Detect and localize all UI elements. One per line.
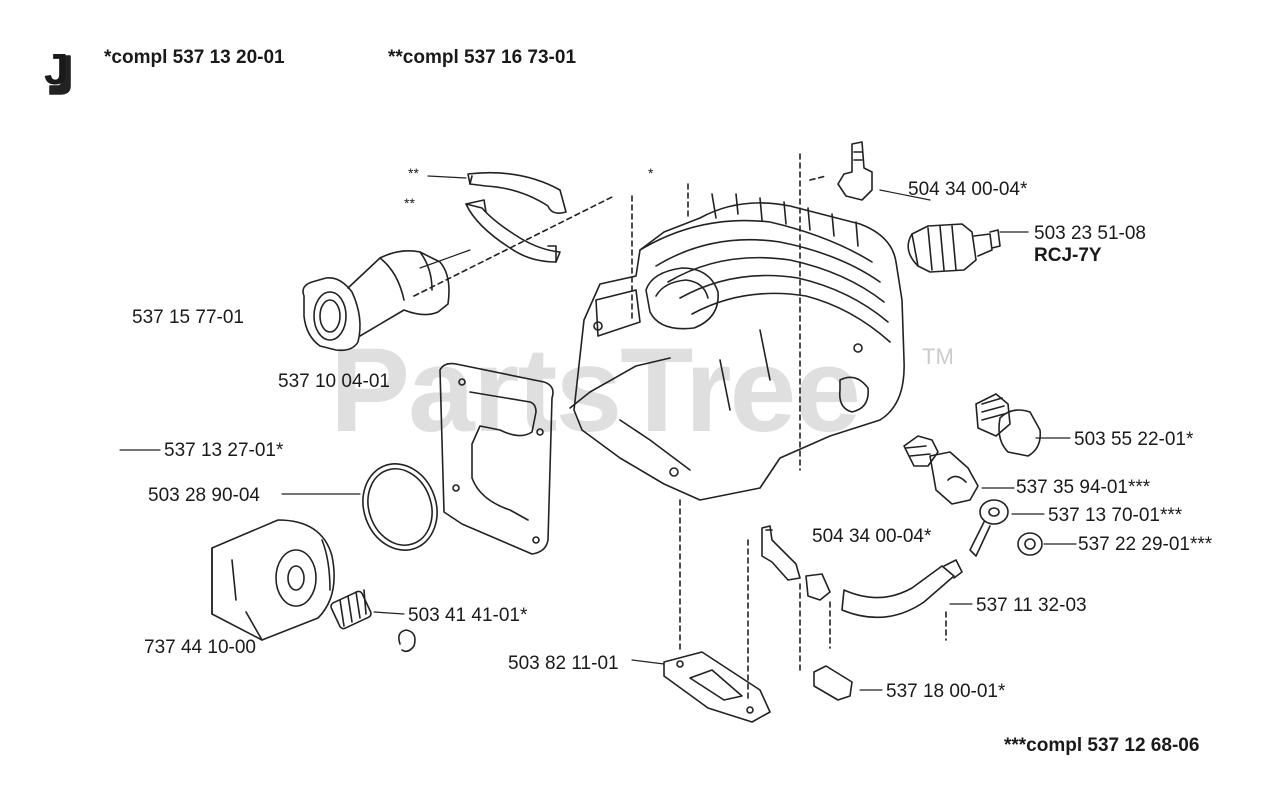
part-label-504-34-00-04-mid: 504 34 00-04* <box>812 526 932 547</box>
section-letter-glyph <box>49 55 71 95</box>
top-elbow-fitting-part <box>837 141 873 201</box>
part-label-504-34-00-04-top: 504 34 00-04* <box>908 179 1028 200</box>
watermark-text: PartsTree <box>330 323 861 457</box>
mid-elbow-fitting-part <box>761 525 801 581</box>
spark-plug-type-label: RCJ-7Y <box>1034 245 1102 266</box>
compl-note-3: ***compl 537 12 68-06 <box>1004 735 1200 756</box>
watermark-trademark: TM <box>922 344 954 369</box>
marker-double-star-b: ** <box>404 195 415 211</box>
hose-connector-part <box>805 573 831 601</box>
needle-bearing-part <box>330 589 372 630</box>
compl-note-2: **compl 537 16 73-01 <box>388 47 577 68</box>
circlip-part <box>398 629 416 653</box>
part-label-737-44-10-00: 737 44 10-00 <box>144 637 256 658</box>
part-label-503-82-11-01: 503 82 11-01 <box>508 653 619 674</box>
spark-plug-part <box>907 223 1001 273</box>
part-label-503-41-41-01: 503 41 41-01* <box>408 605 528 626</box>
compl-note-1: *compl 537 13 20-01 <box>104 47 285 68</box>
o-ring-part <box>362 463 438 551</box>
part-label-537-18-00-01: 537 18 00-01* <box>886 681 1006 702</box>
marker-single-star: * <box>648 165 654 181</box>
part-label-537-35-94-01: 537 35 94-01*** <box>1016 477 1151 498</box>
part-label-537-13-27-01: 537 13 27-01* <box>164 440 284 461</box>
part-label-537-10-04-01: 537 10 04-01 <box>278 371 390 392</box>
fuel-hose-part <box>841 559 963 619</box>
part-label-537-11-32-03: 537 11 32-03 <box>976 595 1087 616</box>
fuel-filter-part <box>813 665 853 701</box>
decompression-valve-part <box>975 393 1042 457</box>
clamp-upper-part <box>467 171 567 214</box>
exhaust-gasket-part <box>663 651 771 723</box>
part-label-537-13-70-01: 537 13 70-01*** <box>1048 505 1183 526</box>
washer-part <box>1017 532 1043 556</box>
part-label-537-22-29-01: 537 22 29-01*** <box>1078 534 1213 555</box>
assembly-reference-lines <box>413 153 947 701</box>
valve-housing-part <box>903 435 979 505</box>
part-label-503-55-22-01: 503 55 22-01* <box>1074 429 1194 450</box>
cylinder-gasket-part <box>439 362 554 555</box>
part-label-537-15-77-01: 537 15 77-01 <box>132 307 244 328</box>
part-label-503-23-51-08: 503 23 51-08 <box>1034 223 1146 244</box>
part-label-503-28-90-04: 503 28 90-04 <box>148 485 260 506</box>
clamp-lower-part <box>465 199 561 263</box>
piston-part <box>211 519 335 641</box>
banjo-fitting-part <box>969 499 1009 557</box>
marker-double-star-a: ** <box>408 165 419 181</box>
leader-lines <box>119 175 1077 691</box>
section-letter: J <box>44 45 69 94</box>
cylinder-part <box>569 193 905 501</box>
